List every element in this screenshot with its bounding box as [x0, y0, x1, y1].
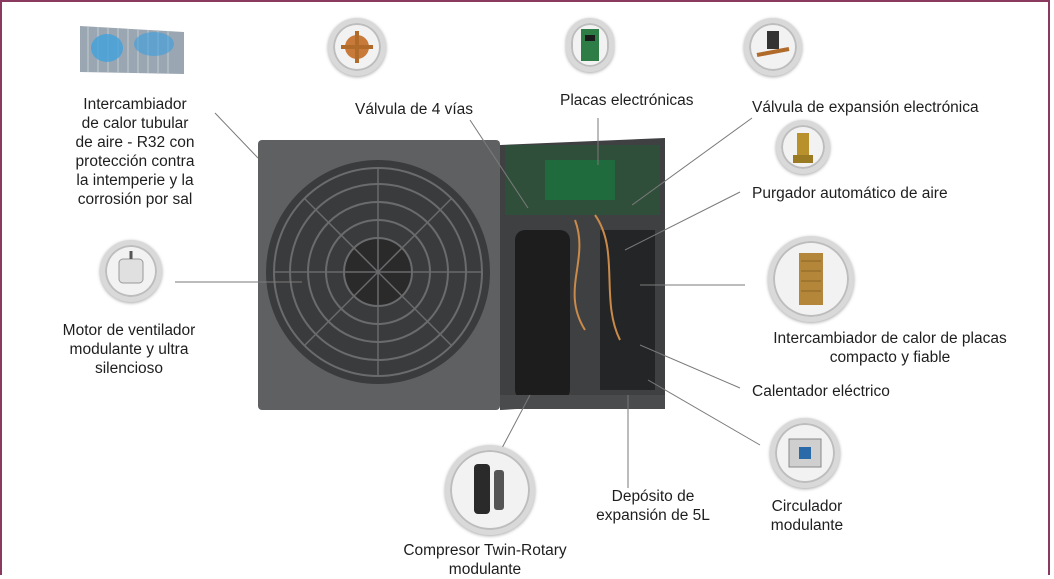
- label-electric-heater: Calentador eléctrico: [752, 383, 890, 400]
- label-compressor: Compresor Twin-Rotary modulante: [403, 542, 567, 578]
- circulator-pump-icon: [770, 418, 840, 488]
- air-purger-icon: [776, 120, 830, 174]
- label-electronic-boards: Placas electrónicas: [560, 92, 694, 109]
- fan-motor-icon: [100, 240, 162, 302]
- expansion-valve-icon: [744, 18, 802, 76]
- circuit-board-icon: [566, 18, 614, 72]
- plate-heat-exchanger-icon: [768, 236, 854, 322]
- label-circulator: Circulador modulante: [770, 498, 844, 534]
- label-four-way-valve: Válvula de 4 vías: [355, 101, 474, 118]
- compressor-body: [515, 230, 570, 400]
- heat-exchanger-coil-icon: [72, 22, 192, 80]
- four-way-valve-icon: [328, 18, 386, 76]
- label-expansion-tank: Depósito de expansión de 5L: [596, 488, 710, 524]
- label-plate-exchanger: Intercambiador de calor de placas compac…: [773, 330, 1007, 366]
- label-air-exchanger: Intercambiador de calor tubular de aire …: [75, 96, 195, 208]
- label-air-purger: Purgador automático de aire: [752, 185, 948, 202]
- compressor-icon: [445, 445, 535, 535]
- label-fan-motor: Motor de ventilador modulante y ultra si…: [62, 322, 196, 377]
- label-expansion-valve: Válvula de expansión electrónica: [752, 99, 979, 116]
